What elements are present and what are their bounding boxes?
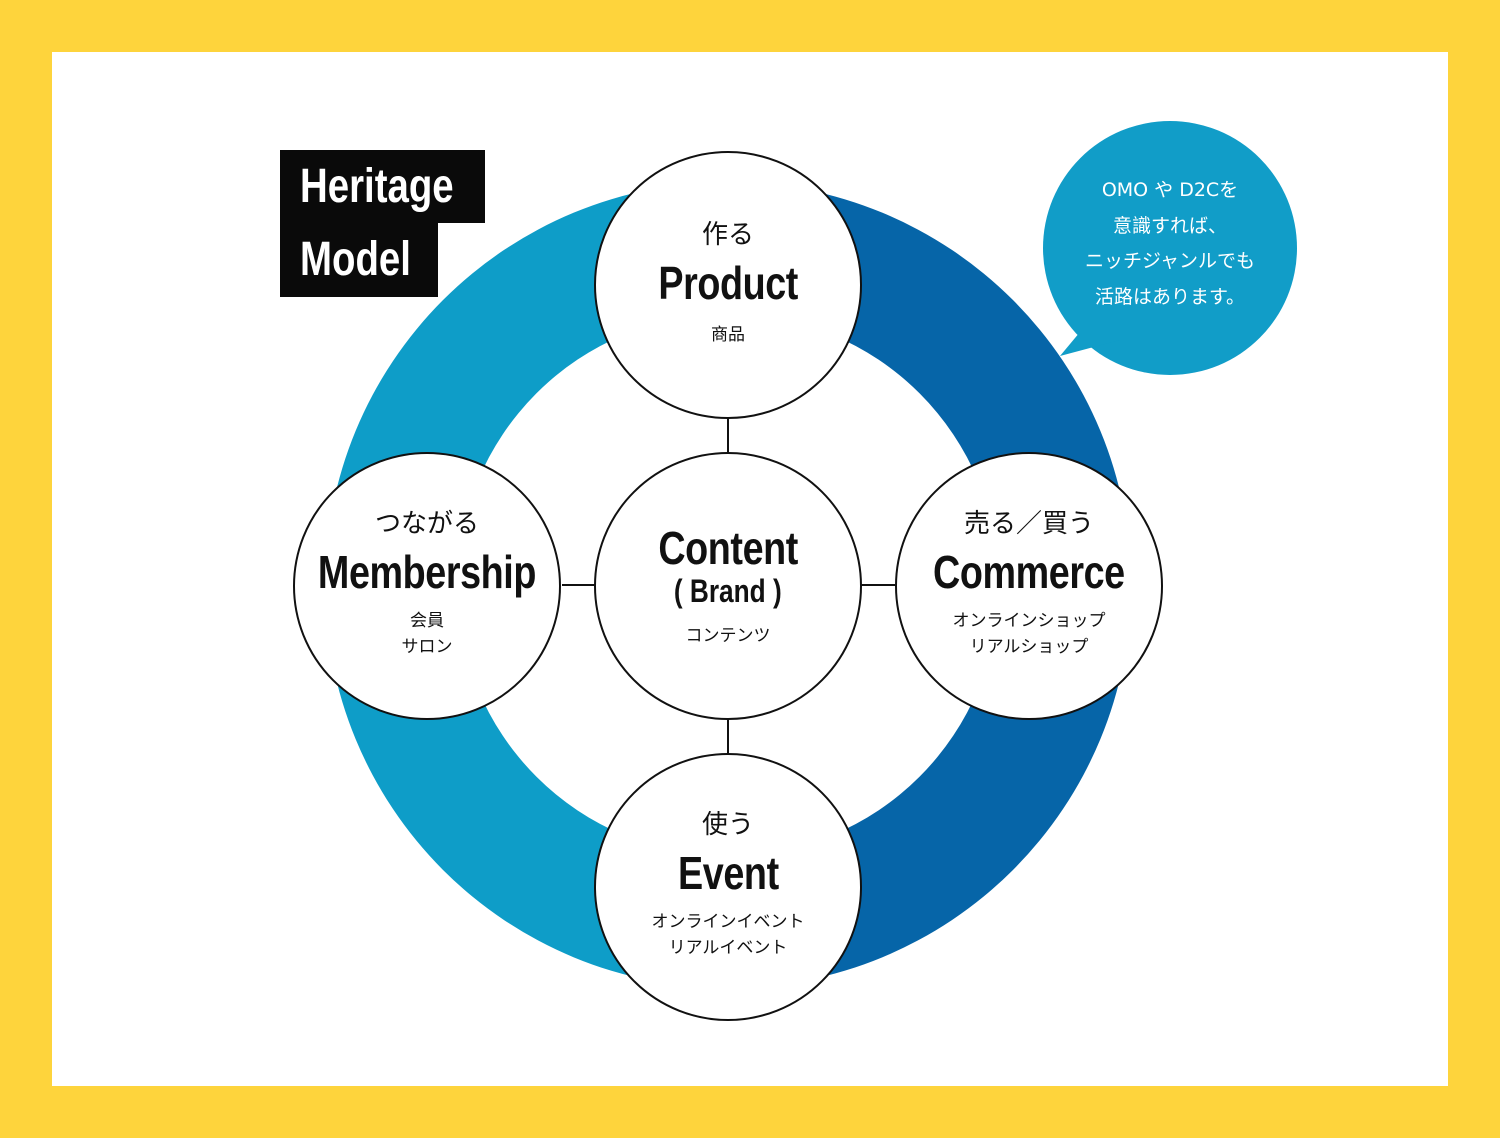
title-line-1: Heritage <box>280 150 485 223</box>
node-commerce-desc: オンラインショップ リアルショップ <box>952 610 1106 658</box>
node-commerce-label: Commerce <box>933 546 1125 599</box>
speech-bubble <box>1043 121 1297 375</box>
title-line-2: Model <box>280 223 438 297</box>
model-title: Heritage Model <box>280 150 485 297</box>
speech-bubble-tail <box>1060 320 1120 356</box>
ring-left-half <box>325 182 728 988</box>
node-content-desc: コンテンツ <box>685 625 771 646</box>
node-content-sublabel: ( Brand ) <box>674 572 782 609</box>
node-content: Content ( Brand ) コンテンツ <box>594 452 862 720</box>
node-event: 使う Event オンラインイベント リアルイベント <box>594 753 862 1021</box>
node-event-label: Event <box>677 847 779 900</box>
node-product-verb: 作る <box>701 219 754 250</box>
node-event-verb: 使う <box>701 810 754 841</box>
node-commerce-verb: 売る／買う <box>963 509 1094 540</box>
node-commerce: 売る／買う Commerce オンラインショップ リアルショップ <box>895 452 1163 720</box>
node-membership-label: Membership <box>317 546 537 599</box>
node-product-desc: 商品 <box>711 325 745 346</box>
node-membership-verb: つながる <box>374 509 479 540</box>
node-event-desc: オンラインイベント リアルイベント <box>651 911 805 959</box>
node-membership-desc: 会員 サロン <box>401 610 453 658</box>
speech-bubble-text: OMO や D2Cを 意識すれば、 ニッチジャンルでも 活路はあります。 <box>1084 179 1256 308</box>
node-content-label: Content <box>658 521 798 574</box>
node-product-label: Product <box>658 256 798 309</box>
node-product: 作る Product 商品 <box>594 151 862 419</box>
node-membership: つながる Membership 会員 サロン <box>293 452 561 720</box>
ring-right-half <box>728 182 1131 988</box>
